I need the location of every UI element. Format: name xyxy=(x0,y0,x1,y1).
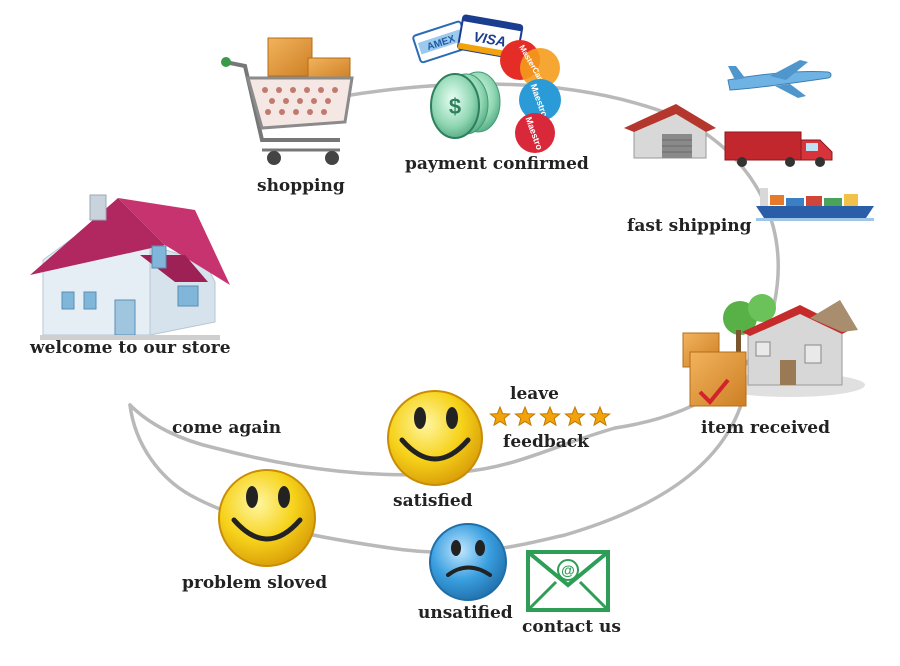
label-come-again: come again xyxy=(172,418,282,438)
received-house-icon xyxy=(682,294,865,407)
truck-icon xyxy=(724,131,833,167)
payment-cards-icon: AMEX VISA MasterCard Maestro Maestro $ xyxy=(412,14,561,153)
svg-text:@: @ xyxy=(561,562,575,578)
label-welcome: welcome to our store xyxy=(30,338,231,358)
label-leave: leave xyxy=(510,384,559,404)
envelope-icon: @ xyxy=(526,550,610,612)
label-satisfied: satisfied xyxy=(393,491,473,511)
warehouse-icon xyxy=(624,104,716,159)
feedback-stars xyxy=(489,405,611,427)
star-icon xyxy=(564,405,586,427)
happy-smiley-icon xyxy=(218,469,316,567)
label-problem-solved: problem sloved xyxy=(182,573,328,593)
star-icon xyxy=(489,405,511,427)
coins-icon: $ xyxy=(430,71,501,139)
happy-smiley-icon xyxy=(387,390,483,486)
card-maestro-1: Maestro xyxy=(519,79,561,121)
label-fast-shipping: fast shipping xyxy=(627,216,752,236)
svg-text:$: $ xyxy=(449,94,461,119)
label-feedback: feedback xyxy=(503,432,589,452)
cargo-ship-icon xyxy=(756,188,874,221)
label-item-received: item received xyxy=(701,418,831,438)
shopping-cart-icon xyxy=(221,37,354,165)
label-shopping: shopping xyxy=(257,176,345,196)
label-unsatisfied: unsatified xyxy=(418,603,513,623)
card-maestro-2: Maestro xyxy=(515,113,555,153)
card-visa-text: VISA xyxy=(472,28,507,49)
star-icon xyxy=(539,405,561,427)
sad-smiley-icon xyxy=(429,523,507,601)
card-mastercard: MasterCard xyxy=(500,40,560,88)
star-icon xyxy=(589,405,611,427)
star-icon xyxy=(514,405,536,427)
house-icon xyxy=(30,194,230,340)
label-payment-confirmed: payment confirmed xyxy=(405,154,589,174)
airplane-icon xyxy=(727,60,832,98)
label-contact-us: contact us xyxy=(522,617,621,637)
